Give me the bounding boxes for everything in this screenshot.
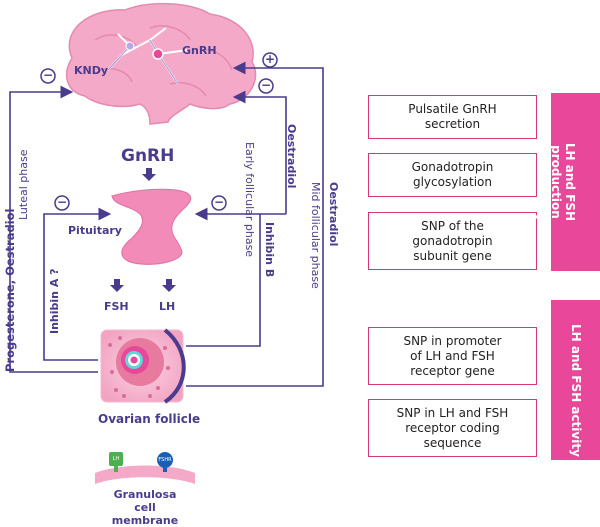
gnrh-neuron-label: GnRH bbox=[182, 44, 217, 57]
granulosa-label: Granulosa cell membrane bbox=[111, 488, 179, 527]
band-production-activity-label: LH and FSH production and activity bbox=[535, 142, 577, 222]
oestradiol-mid-label: Oestradiol bbox=[327, 182, 340, 247]
pituitary-illustration bbox=[111, 188, 192, 265]
minus-sign-pituitary-left: − bbox=[56, 195, 68, 209]
inhibin-b-label: Inhibin B bbox=[263, 222, 276, 278]
box-snp-subunit: SNP of the gonadotropin subunit gene bbox=[368, 212, 537, 270]
pituitary-label: Pituitary bbox=[68, 224, 122, 237]
fsh-receptor-label: FSHR bbox=[158, 457, 172, 463]
progesterone-oestradiol-label: Progesterone, Oestradiol bbox=[3, 208, 17, 372]
gnrh-center-label: GnRH bbox=[121, 146, 175, 166]
granulosa-membrane-illustration bbox=[95, 452, 195, 484]
box-pulsatile-gnrh: Pulsatile GnRH secretion bbox=[368, 95, 537, 139]
lh-label: LH bbox=[159, 300, 176, 313]
ovarian-follicle-label: Ovarian follicle bbox=[98, 412, 201, 426]
minus-sign-brain-early: − bbox=[260, 78, 272, 92]
minus-sign-brain-luteal: − bbox=[42, 68, 54, 82]
downward-arrows bbox=[110, 168, 176, 292]
diagram-graphics bbox=[9, 2, 324, 484]
sign-circles bbox=[40, 52, 278, 211]
band-activity: LH and FSH activity bbox=[551, 300, 600, 460]
band-activity-label: LH and FSH activity bbox=[569, 324, 583, 457]
feedback-lines bbox=[9, 61, 324, 387]
early-follicular-phase-label: Early follicular phase bbox=[243, 142, 256, 258]
box-gonadotropin-glycosylation: Gonadotropin glycosylation bbox=[368, 153, 537, 197]
kndy-label: KNDy bbox=[74, 64, 109, 77]
box-snp-coding: SNP in LH and FSH receptor coding sequen… bbox=[368, 399, 537, 457]
minus-sign-pituitary-right: − bbox=[213, 195, 225, 209]
ovarian-follicle-illustration bbox=[100, 328, 186, 404]
inhibin-a-label: Inhibin A ? bbox=[48, 268, 61, 334]
oestradiol-early-label: Oestradiol bbox=[285, 124, 298, 189]
box-snp-promoter: SNP in promoter of LH and FSH receptor g… bbox=[368, 327, 537, 385]
luteal-phase-label: Luteal phase bbox=[17, 149, 30, 220]
band-production-activity: LH and FSH production and activity bbox=[535, 93, 600, 271]
fsh-label: FSH bbox=[104, 300, 129, 313]
lh-receptor-label: LH bbox=[112, 456, 120, 462]
mid-follicular-phase-label: Mid follicular phase bbox=[309, 182, 322, 289]
brain-illustration bbox=[65, 2, 257, 125]
plus-sign-brain-mid: + bbox=[264, 52, 276, 66]
